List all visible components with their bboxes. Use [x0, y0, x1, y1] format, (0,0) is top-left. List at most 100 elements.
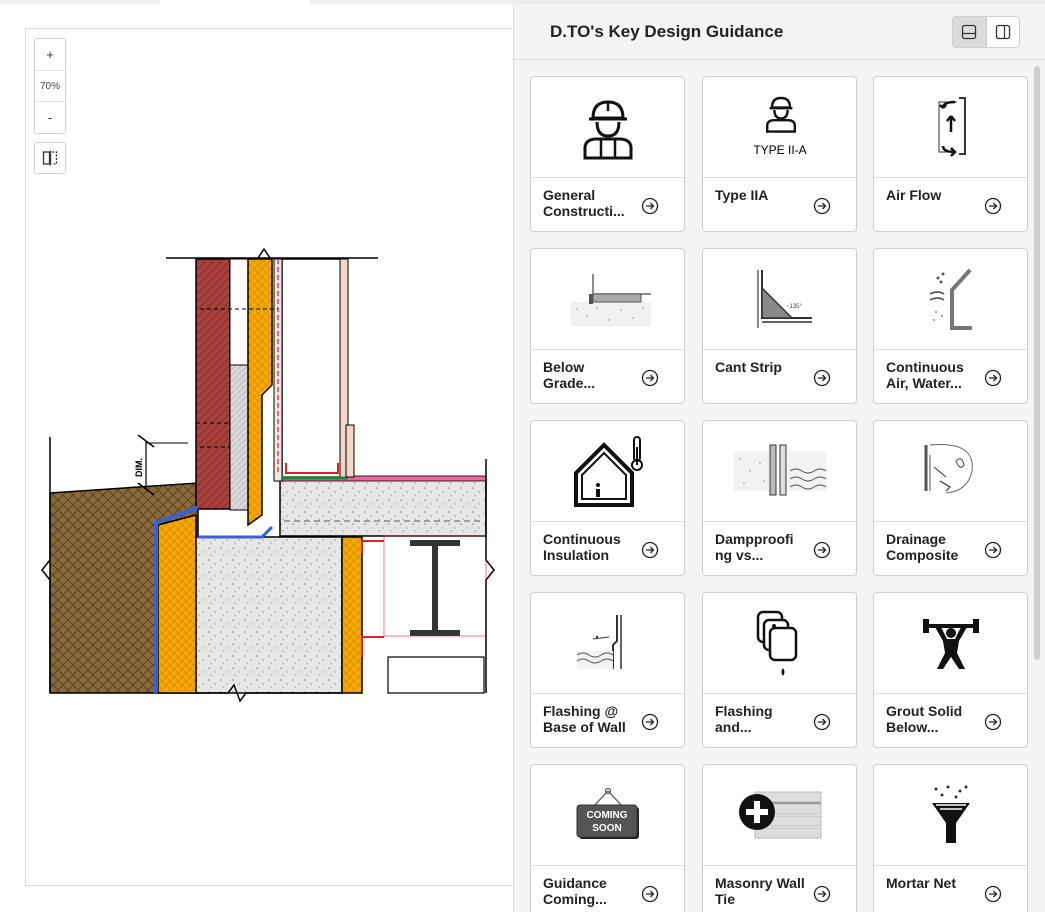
dim-tick-top	[137, 434, 155, 448]
dashed-box	[195, 422, 231, 448]
guidance-card[interactable]: Masonry Wall Tie	[702, 764, 857, 912]
layout-bottom-button[interactable]	[953, 17, 986, 47]
arrow-circle-right-icon	[984, 369, 1002, 387]
guidance-card[interactable]: Mortar Net	[873, 764, 1028, 912]
guidance-card[interactable]: Flashing and...	[702, 592, 857, 748]
panel-header: D.TO's Key Design Guidance	[514, 4, 1045, 60]
dimension-label: DIM.	[134, 458, 144, 477]
open-card-button[interactable]	[984, 197, 1002, 215]
open-card-button[interactable]	[984, 885, 1002, 903]
guidance-card[interactable]: Continuous Air, Water...	[873, 248, 1028, 404]
house-thermometer-icon	[531, 421, 684, 522]
card-label: Flashing @ Base of Wall	[543, 703, 626, 735]
zoom-level: 70%	[35, 70, 65, 102]
guidance-card-grid: General Constructi... TYPE II-A Type IIA Ai…	[530, 76, 1030, 912]
split-view-button[interactable]	[34, 142, 66, 174]
guidance-panel: D.TO's Key Design Guidance General Const…	[513, 4, 1045, 912]
open-card-button[interactable]	[984, 713, 1002, 731]
open-card-button[interactable]	[641, 197, 659, 215]
card-label: Cant Strip	[715, 359, 782, 375]
flashing-base-wall-icon	[531, 593, 684, 694]
arrow-circle-right-icon	[641, 885, 659, 903]
arrow-circle-right-icon	[984, 197, 1002, 215]
guidance-card[interactable]: ~135° Cant Strip	[702, 248, 857, 404]
open-card-button[interactable]	[641, 885, 659, 903]
guidance-card[interactable]: Flashing @ Base of Wall	[530, 592, 685, 748]
open-card-button[interactable]	[641, 369, 659, 387]
lower-framing	[387, 656, 485, 694]
flashing-red	[285, 463, 339, 474]
air-flow-icon	[874, 77, 1027, 178]
guidance-card[interactable]: Air Flow	[873, 76, 1028, 232]
arrow-circle-right-icon	[984, 713, 1002, 731]
active-tab-indicator	[160, 0, 310, 4]
blue-membrane-upper	[198, 525, 274, 539]
zoom-out-button[interactable]: -	[47, 110, 53, 125]
open-card-button[interactable]	[984, 369, 1002, 387]
open-card-button[interactable]	[984, 541, 1002, 559]
card-label: General Constructi...	[543, 187, 625, 219]
dim-tick-bottom	[137, 482, 155, 496]
arrow-circle-right-icon	[984, 541, 1002, 559]
steel-beam	[410, 540, 460, 636]
worker-hardhat-icon	[531, 77, 684, 178]
card-label: Dampproofi ng vs...	[715, 531, 794, 563]
lower-insulation	[157, 514, 197, 694]
below-grade-insulation-icon	[531, 249, 684, 350]
scroll-thumb[interactable]	[1034, 66, 1040, 660]
guidance-card[interactable]: General Constructi...	[530, 76, 685, 232]
card-label: Mortar Net	[886, 875, 957, 891]
brick-veneer	[195, 258, 231, 510]
drawing-viewer[interactable]	[25, 28, 519, 886]
air-cavity	[229, 258, 249, 370]
worker-type-iia-icon: TYPE II-A	[703, 77, 856, 178]
right-break-line	[485, 459, 495, 693]
open-card-button[interactable]	[813, 541, 831, 559]
mortar-net-funnel-icon	[874, 765, 1027, 866]
card-label: Drainage Composite	[886, 531, 959, 563]
guidance-card[interactable]: Drainage Composite	[873, 420, 1028, 576]
layout-right-button[interactable]	[985, 17, 1019, 47]
image-caption: TYPE II-A	[753, 143, 806, 157]
interior-insulation	[341, 536, 363, 694]
card-label: Below Grade...	[543, 359, 596, 391]
zoom-in-button[interactable]: +	[46, 47, 54, 62]
blue-membrane	[154, 505, 199, 693]
floor-slab	[279, 479, 487, 537]
open-card-button[interactable]	[641, 713, 659, 731]
open-card-button[interactable]	[813, 197, 831, 215]
post-stub	[345, 424, 355, 478]
card-label: Continuous Air, Water...	[886, 359, 964, 391]
open-card-button[interactable]	[641, 541, 659, 559]
panel-bottom-icon	[962, 24, 977, 40]
drainage-composite-icon	[874, 421, 1027, 522]
stud-wall	[281, 258, 347, 478]
open-card-button[interactable]	[813, 885, 831, 903]
split-view-icon	[42, 150, 58, 166]
card-label: Guidance Coming...	[543, 875, 607, 907]
card-label: Grout Solid Below...	[886, 703, 963, 735]
guidance-card[interactable]: Continuous Insulation	[530, 420, 685, 576]
open-card-button[interactable]	[813, 713, 831, 731]
cavity-fill	[229, 364, 249, 511]
panel-scrollbar[interactable]	[1033, 64, 1041, 912]
flashing-tags-icon	[703, 593, 856, 694]
open-card-button[interactable]	[813, 369, 831, 387]
cant-strip-icon: ~135°	[703, 249, 856, 350]
guidance-card[interactable]: Below Grade...	[530, 248, 685, 404]
top-tab-strip	[0, 0, 1045, 4]
panel-title: D.TO's Key Design Guidance	[550, 22, 784, 41]
card-label: Type IIA	[715, 187, 769, 203]
arrow-circle-right-icon	[641, 713, 659, 731]
guidance-card[interactable]: Grout Solid Below...	[873, 592, 1028, 748]
earth-break-line	[41, 437, 51, 693]
continuous-insulation	[247, 258, 273, 527]
guidance-card[interactable]: Dampproofi ng vs...	[702, 420, 857, 576]
card-label: Masonry Wall Tie	[715, 875, 805, 907]
weightlifter-icon	[874, 593, 1027, 694]
image-caption: SOON	[592, 823, 621, 834]
zoom-control: + 70% -	[34, 38, 66, 134]
guidance-card[interactable]: TYPE II-A Type IIA	[702, 76, 857, 232]
